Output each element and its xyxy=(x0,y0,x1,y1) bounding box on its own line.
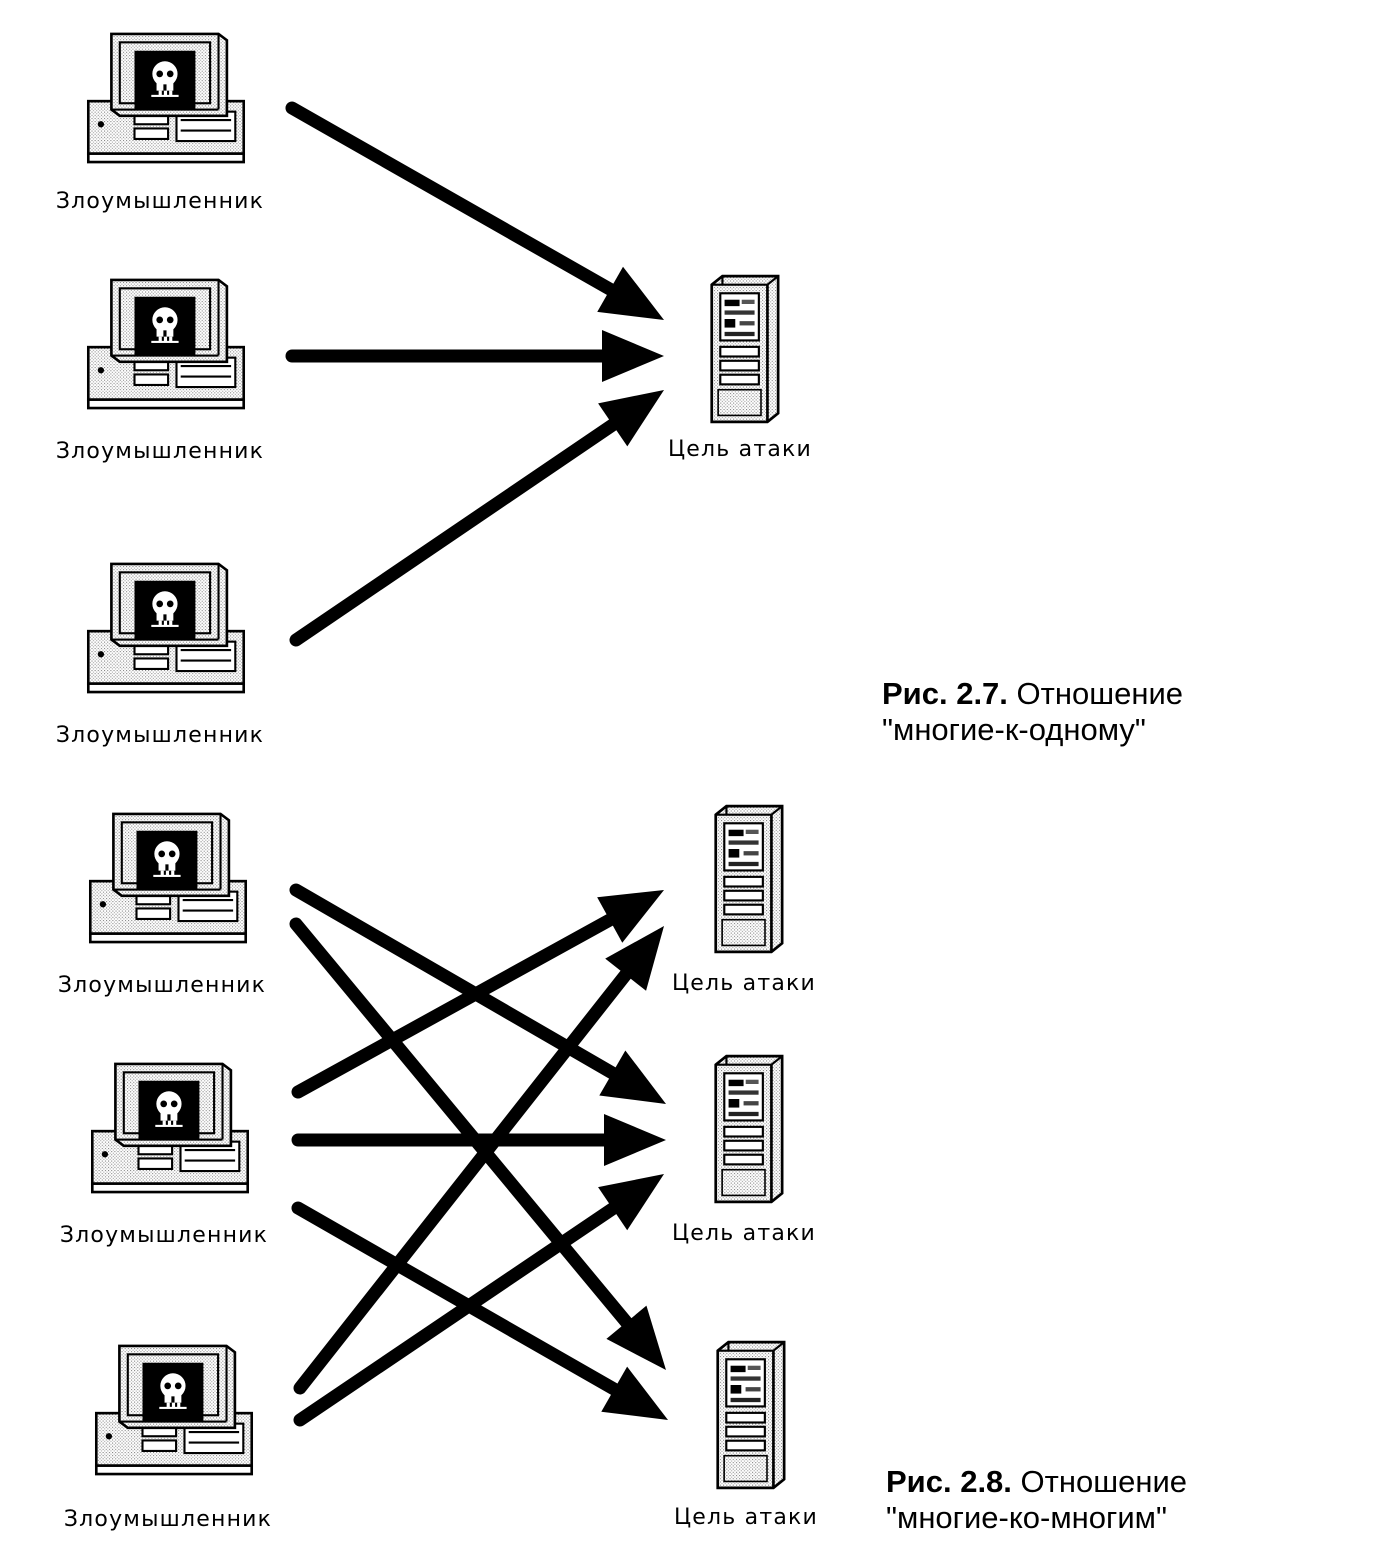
arrow-head xyxy=(605,926,664,991)
figure-number-2-8: Рис. 2.8. xyxy=(886,1464,1012,1499)
attacker-label: Злоумышленник xyxy=(58,973,266,998)
arrow-shaft xyxy=(289,917,637,1334)
arrow-head xyxy=(602,330,664,382)
computer-skull-icon xyxy=(88,812,248,944)
arrow-head xyxy=(604,1114,666,1166)
connection-arrow xyxy=(293,1174,664,1427)
server-tower-icon xyxy=(710,274,780,424)
connection-arrow xyxy=(291,1114,666,1166)
server-tower-icon xyxy=(714,804,784,954)
server-tower-icon xyxy=(714,1054,784,1204)
arrow-shaft xyxy=(291,910,622,1099)
target-label: Цель атаки xyxy=(668,437,812,462)
computer-skull-icon xyxy=(90,1062,250,1194)
connection-arrow xyxy=(285,330,664,382)
arrow-shaft xyxy=(291,1201,626,1399)
arrow-head xyxy=(598,1174,664,1231)
arrow-head xyxy=(598,390,664,447)
attacker-label: Злоумышленник xyxy=(56,723,264,748)
arrow-shaft xyxy=(293,1198,625,1427)
caption-line1-2-8: Отношение xyxy=(1020,1464,1188,1499)
arrow-shaft xyxy=(285,101,622,299)
arrow-shaft xyxy=(293,963,636,1395)
caption-line1-2-7: Отношение xyxy=(1016,676,1184,711)
target-label: Цель атаки xyxy=(674,1505,818,1530)
target-label: Цель атаки xyxy=(672,971,816,996)
nodes-layer: ЗлоумышленникЗлоумышленникЗлоумышленникЦ… xyxy=(56,32,818,1532)
figure-caption-2-8: Рис. 2.8. Отношение "многие-ко-многим" xyxy=(886,1464,1306,1536)
arrow-head xyxy=(597,266,664,320)
attacker-label: Злоумышленник xyxy=(60,1223,268,1248)
connection-arrow xyxy=(291,1201,668,1420)
attacker-label: Злоумышленник xyxy=(56,439,264,464)
caption-line2-2-7: "многие-к-одному" xyxy=(882,712,1146,747)
arrows-layer xyxy=(285,101,668,1427)
connection-arrow xyxy=(285,101,664,320)
arrow-shaft xyxy=(289,414,625,647)
arrow-head xyxy=(606,1305,666,1370)
arrow-head xyxy=(597,890,664,943)
figure-number-2-7: Рис. 2.7. xyxy=(882,676,1008,711)
connection-arrow xyxy=(293,926,664,1395)
attacker-label: Злоумышленник xyxy=(64,1507,272,1532)
connection-arrow xyxy=(289,917,666,1370)
caption-line2-2-8: "многие-ко-многим" xyxy=(886,1500,1167,1535)
computer-skull-icon xyxy=(94,1344,254,1476)
connection-arrow xyxy=(289,390,664,647)
computer-skull-icon xyxy=(86,278,246,410)
computer-skull-icon xyxy=(86,32,246,164)
computer-skull-icon xyxy=(86,562,246,694)
connection-arrow xyxy=(291,890,664,1099)
server-tower-icon xyxy=(716,1340,786,1490)
arrow-head xyxy=(599,1050,666,1104)
attacker-label: Злоумышленник xyxy=(56,189,264,214)
figure-caption-2-7: Рис. 2.7. Отношение "многие-к-одному" xyxy=(882,676,1302,748)
arrow-head xyxy=(601,1366,668,1420)
target-label: Цель атаки xyxy=(672,1221,816,1246)
